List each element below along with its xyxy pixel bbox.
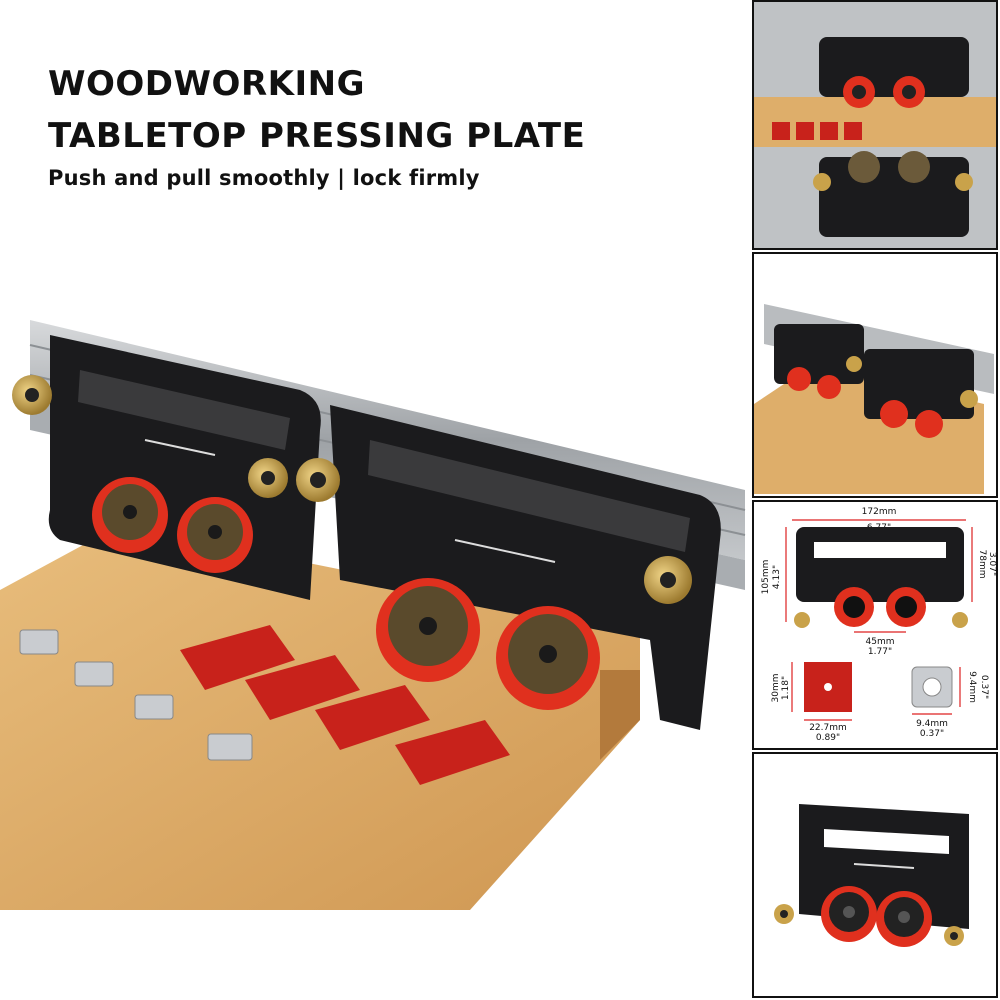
thumbnail-dimensions: 172mm 6.77" 105mm 4.13" 78mm 3.07" 45mm … <box>752 500 998 750</box>
left-pressing-plate <box>12 335 321 600</box>
title-line-1: WOODWORKING <box>48 64 365 104</box>
block-height-mm: 30mm <box>771 674 781 703</box>
right-pressing-plate <box>296 405 721 730</box>
thumbnail-angled-view <box>752 252 998 498</box>
red-t-blocks <box>180 625 510 785</box>
wood-board-edge <box>600 670 640 760</box>
dimension-diagram: 172mm 6.77" 105mm 4.13" 78mm 3.07" 45mm … <box>754 502 996 748</box>
nut-width-in: 0.37" <box>920 729 944 739</box>
width-mm: 172mm <box>862 507 897 517</box>
nut-width-mm: 9.4mm <box>916 719 948 729</box>
block-width-in: 0.89" <box>816 733 840 743</box>
isolated-plate-illustration <box>754 754 996 996</box>
block-width-mm: 22.7mm <box>809 723 847 733</box>
angled-view-illustration <box>754 254 996 496</box>
wheel-spacing-mm: 45mm <box>866 637 895 647</box>
title-block: WOODWORKING TABLETOP PRESSING PLATE Push… <box>48 58 585 190</box>
inner-height-in: 3.07" <box>987 552 996 576</box>
wheel-spacing-in: 1.77" <box>868 647 892 657</box>
title-line-2: TABLETOP PRESSING PLATE <box>48 116 586 156</box>
main-product-illustration <box>0 320 746 910</box>
height-in: 4.13" <box>772 565 782 589</box>
inner-height-mm: 78mm <box>977 550 987 579</box>
block-height-in: 1.18" <box>781 676 791 700</box>
nut-height-in: 0.37" <box>979 675 989 699</box>
thumbnail-isolated-plate <box>752 752 998 998</box>
square-nuts <box>19 629 253 761</box>
top-view-illustration <box>754 2 996 248</box>
thumbnail-top-view <box>752 0 998 250</box>
nut-height-mm: 9.4mm <box>967 671 977 703</box>
subtitle: Push and pull smoothly | lock firmly <box>48 166 480 190</box>
height-mm: 105mm <box>761 560 771 595</box>
